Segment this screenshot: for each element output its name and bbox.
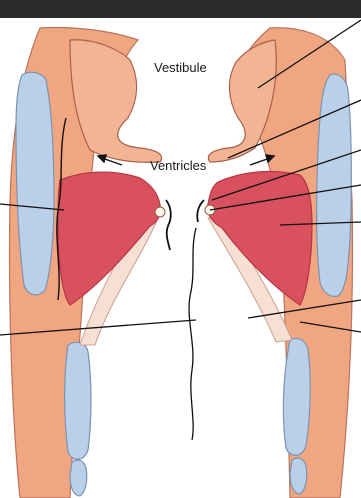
right-tracheal-ring [290, 458, 307, 494]
left-tracheal-ring [70, 460, 87, 496]
airway-midline [189, 228, 196, 440]
right-thyroid-cartilage [317, 74, 352, 296]
label-ventricles: Ventricles [150, 158, 206, 173]
label-vestibule: Vestibule [154, 60, 207, 75]
left-vocal-ligament [155, 207, 165, 217]
left-glottic-edge [166, 200, 171, 250]
right-cricoid-cartilage [283, 338, 310, 455]
left-cricoid-cartilage [65, 342, 91, 459]
right-glottic-edge [197, 200, 204, 222]
left-thyroid-cartilage [16, 72, 54, 295]
